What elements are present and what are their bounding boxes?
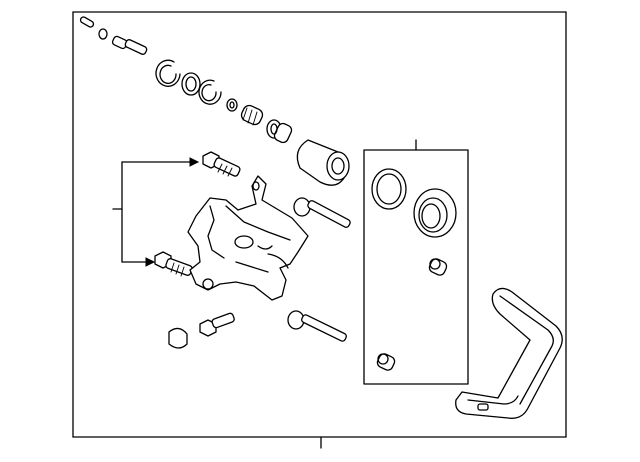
piston-boot-ring	[413, 188, 457, 238]
bleeder-screw	[199, 312, 235, 337]
caliper-bolt-upper	[202, 151, 241, 177]
bushing-part	[266, 119, 293, 144]
boot-ring-part	[181, 72, 201, 96]
piston-seal-ring	[371, 168, 407, 210]
seal-kit-box	[363, 139, 469, 385]
retaining-ring-1	[155, 59, 181, 87]
bleeder-cap-part	[79, 16, 95, 28]
caliper-bolt-lower	[154, 251, 193, 277]
retaining-ring-2	[198, 79, 222, 105]
caliper-bracket	[455, 287, 563, 419]
small-washer-part	[226, 98, 238, 112]
diagram-frame	[72, 11, 567, 438]
spring-part	[240, 104, 264, 126]
pin-boot-1	[428, 258, 448, 276]
small-oring-part	[98, 28, 108, 40]
caliper-housing	[187, 175, 309, 301]
guide-pin-small-part	[111, 35, 148, 55]
bleeder-cap-lower	[168, 327, 188, 349]
pin-boot-2	[376, 353, 396, 371]
guide-pin-lower	[287, 310, 347, 342]
bolt-callout-bracket	[112, 157, 200, 267]
guide-pin-upper	[293, 197, 351, 228]
piston-part	[296, 139, 350, 186]
